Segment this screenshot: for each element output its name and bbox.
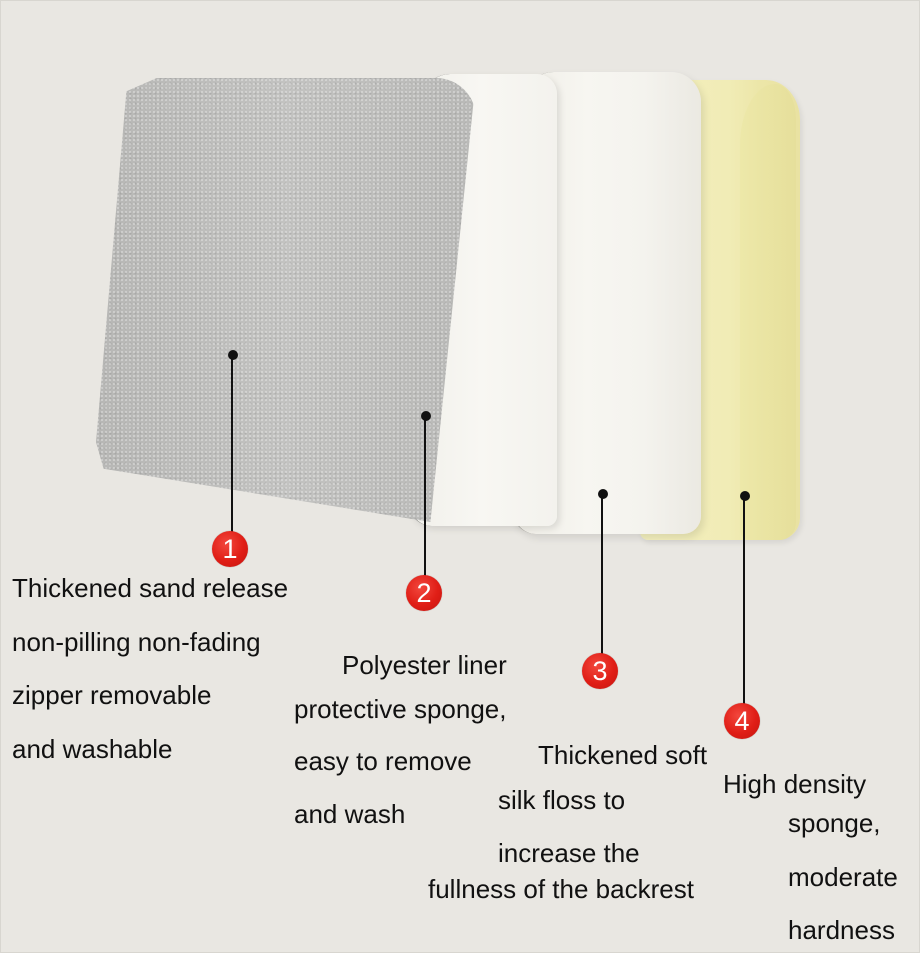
fabric-cover-layer xyxy=(96,78,476,522)
number-badge-1: 1 xyxy=(212,531,248,567)
callout-line-4 xyxy=(743,496,745,706)
number-badge-4: 4 xyxy=(724,703,760,739)
callout-line-3 xyxy=(601,494,603,654)
caption-2-line-2: protective sponge, xyxy=(294,694,507,724)
caption-4-line-3: moderate xyxy=(788,862,898,892)
caption-3-line-1: Thickened soft xyxy=(538,740,708,770)
caption-3-line-4: fullness of the backrest xyxy=(428,874,694,904)
callout-dot-3 xyxy=(598,489,608,499)
callout-dot-1 xyxy=(228,350,238,360)
caption-1-line-3: zipper removable xyxy=(12,680,212,710)
sponge-layer-edge xyxy=(740,84,796,540)
caption-1-line-4: and washable xyxy=(12,734,173,764)
callout-line-1 xyxy=(231,355,233,535)
number-badge-3: 3 xyxy=(582,653,618,689)
caption-2-line-3: easy to remove xyxy=(294,746,472,776)
caption-1-line-1: Thickened sand release xyxy=(12,573,289,603)
caption-2-line-4: and wash xyxy=(294,799,406,829)
caption-1-line-2: non-pilling non-fading xyxy=(12,627,261,657)
caption-2-line-1: Polyester liner xyxy=(342,650,507,680)
caption-4-line-1: High density xyxy=(723,769,867,799)
pillow-layers-illustration xyxy=(96,72,800,540)
caption-3-line-3: increase the xyxy=(498,838,640,868)
caption-4-line-4: hardness xyxy=(788,915,895,945)
caption-4-line-2: sponge, xyxy=(788,808,881,838)
number-badge-2: 2 xyxy=(406,575,442,611)
caption-3-line-2: silk floss to xyxy=(498,785,626,815)
callout-dot-2 xyxy=(421,411,431,421)
callout-line-2 xyxy=(424,416,426,576)
callout-dot-4 xyxy=(740,491,750,501)
